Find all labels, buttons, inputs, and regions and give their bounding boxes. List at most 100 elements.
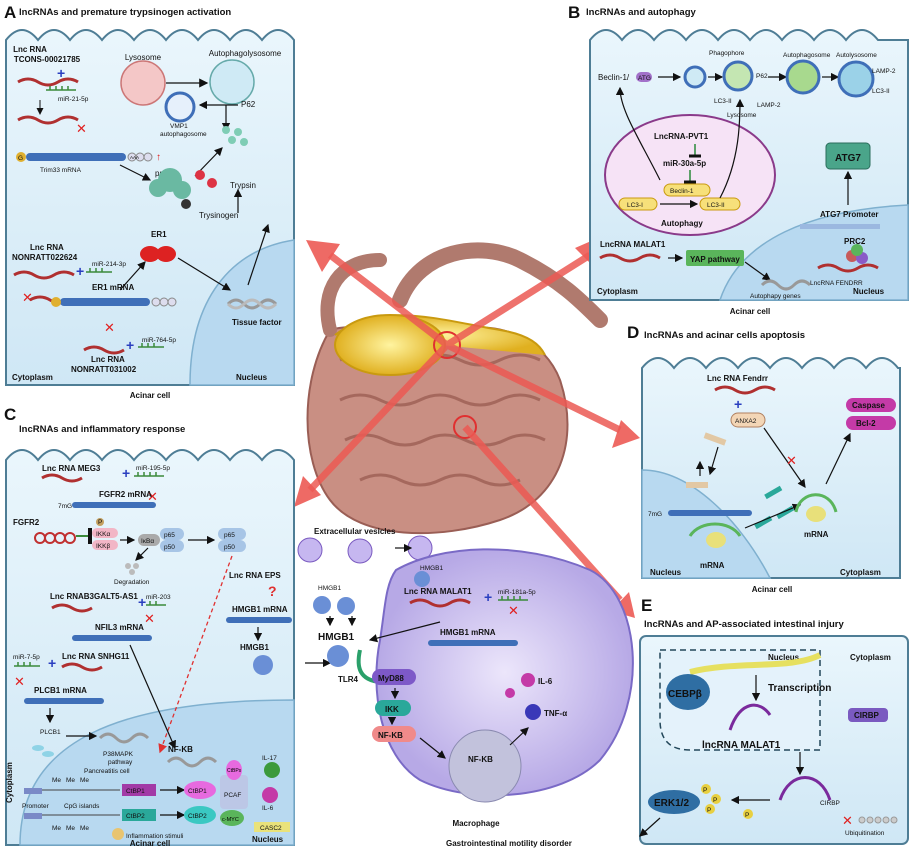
fgfr2-label: FGFR2 bbox=[13, 518, 40, 527]
atg7prom-label: ATG7 Promoter bbox=[820, 210, 879, 219]
hmgb1mrna-label: HMGB1 mRNA bbox=[232, 605, 288, 614]
beclin-label: Beclin-1 bbox=[670, 188, 694, 195]
mrna-label: mRNA bbox=[804, 530, 829, 539]
lc3ii-label: LC3-II bbox=[714, 98, 732, 105]
svg-text:✕: ✕ bbox=[786, 453, 797, 468]
autophagosome bbox=[164, 91, 196, 123]
aaa-label: AAA bbox=[130, 155, 139, 160]
pvt1-label: LncRNA-PVT1 bbox=[654, 132, 709, 141]
p-label: P bbox=[98, 519, 102, 526]
nucleus-label: Nucleus bbox=[768, 653, 800, 662]
7mg-label: 7mG bbox=[648, 511, 662, 518]
svg-text:✕: ✕ bbox=[144, 611, 155, 626]
lnc1-id-label: TCONS-00021785 bbox=[14, 55, 81, 64]
lamp2-label: LAMP-2 bbox=[872, 68, 896, 75]
mir181-label: miR-181a-5p bbox=[498, 589, 536, 596]
hmgb1-label: HMGB1 bbox=[240, 643, 269, 652]
fendrr-label: LncRNA FENDRR bbox=[810, 280, 863, 287]
pancreas-highlight-circle bbox=[433, 331, 461, 359]
me-label: Me bbox=[66, 777, 75, 784]
vmp1-label: VMP1 bbox=[170, 123, 188, 130]
cirbp-label: CIRBP bbox=[820, 800, 840, 807]
er1mrna-label: ER1 mRNA bbox=[92, 283, 134, 292]
svg-text:✕: ✕ bbox=[22, 290, 33, 305]
ev-label: Extracellular vesicles bbox=[314, 527, 396, 536]
p-label: P bbox=[707, 807, 711, 814]
cell-label: Acinar cell bbox=[130, 391, 170, 400]
trim33-mrna bbox=[26, 153, 126, 161]
svg-text:✕: ✕ bbox=[147, 489, 158, 504]
hmgb1-label: HMGB1 bbox=[420, 565, 444, 572]
panel-a-title: lncRNAs and premature trypsinogen activa… bbox=[19, 7, 231, 18]
svg-text:✕: ✕ bbox=[14, 674, 25, 689]
fendrr-label: Lnc RNA Fendrr bbox=[707, 374, 768, 383]
tlr4-label: TLR4 bbox=[338, 675, 359, 684]
p50-label: p50 bbox=[224, 544, 235, 551]
lysosome-label: Lysosome bbox=[125, 53, 162, 62]
il6-label: IL-6 bbox=[262, 805, 274, 812]
mir214-label: miR-214-3p bbox=[92, 261, 126, 268]
autophagy-label: Autophagy bbox=[661, 219, 703, 228]
meg3-label: Lnc RNA MEG3 bbox=[42, 464, 101, 473]
me-label: Me bbox=[52, 777, 61, 784]
panel-e: E lncRNAs and AP-associated intestinal i… bbox=[446, 596, 909, 848]
title-label: lncRNAs and inflammatory response bbox=[19, 424, 185, 435]
p-label: P bbox=[713, 797, 717, 804]
atg-label: ATG bbox=[638, 75, 651, 82]
promoter-label: Promoter bbox=[22, 803, 50, 810]
genes-label: Autophapy genes bbox=[750, 293, 801, 300]
title-label: lncRNAs and AP-associated intestinal inj… bbox=[644, 619, 844, 630]
ctbps-label: CtBPs bbox=[227, 768, 242, 774]
svg-text:✕: ✕ bbox=[104, 320, 115, 335]
erk-label: ERK1/2 bbox=[654, 798, 689, 809]
ubiq-label: Ubiquitination bbox=[845, 830, 885, 837]
ctbp1-label: CtBP1 bbox=[126, 788, 145, 795]
tnf-label: TNF-α bbox=[544, 709, 567, 718]
degradation-label: Degradation bbox=[114, 579, 150, 586]
anxa2-label: ANXA2 bbox=[735, 418, 757, 425]
nfkb-label: NF-KB bbox=[168, 745, 193, 754]
eps-label: Lnc RNA EPS bbox=[229, 571, 281, 580]
cpg-label: CpG islands bbox=[64, 803, 100, 810]
ikba-label: IκBα bbox=[141, 538, 154, 545]
me-label: Me bbox=[80, 777, 89, 784]
svg-text:✕: ✕ bbox=[508, 603, 519, 618]
lc3ii-label: LC3-II bbox=[872, 88, 890, 95]
prc2-label: PRC2 bbox=[844, 237, 866, 246]
yap-label: YAP pathway bbox=[690, 255, 740, 264]
hmgb1-label: HMGB1 bbox=[318, 632, 355, 643]
mir203-label: miR-203 bbox=[146, 594, 171, 601]
il6-label: IL-6 bbox=[538, 677, 553, 686]
nucleus-label: Nucleus bbox=[252, 835, 284, 844]
panel-a-nucleus bbox=[189, 239, 295, 386]
letter-label: E bbox=[641, 596, 652, 615]
plcb1-label: PLCB1 bbox=[40, 729, 61, 736]
me-label: Me bbox=[80, 825, 89, 832]
p-label: P bbox=[745, 812, 749, 819]
trypsin-label: Trypsin bbox=[230, 181, 256, 190]
q-label: ? bbox=[268, 583, 277, 599]
panel-b: B lncRNAs and autophagy Beclin-1/ ATG Ph… bbox=[568, 3, 909, 316]
title-label: lncRNAs and autophagy bbox=[586, 7, 697, 18]
nucleus-label: Nucleus bbox=[650, 568, 682, 577]
p62-label: P62 bbox=[241, 100, 256, 109]
cytoplasm-label: Cytoplasm bbox=[850, 653, 891, 662]
autophagosome-label: Autophagosome bbox=[783, 52, 831, 59]
autophagolysosome-label: Autophagolysosome bbox=[209, 49, 282, 58]
p65-label: p65 bbox=[164, 532, 175, 539]
myd88-label: MyD88 bbox=[378, 674, 404, 683]
ctbp1-label: CtBP1 bbox=[188, 788, 207, 795]
rnab3-label: Lnc RNAB3GALT5-AS1 bbox=[50, 592, 138, 601]
atg7-label: ATG7 bbox=[835, 153, 861, 164]
svg-text:+: + bbox=[57, 65, 65, 81]
macrophage-label: Macrophage bbox=[452, 819, 500, 828]
phagophore-label: Phagophore bbox=[709, 50, 745, 57]
lamp2-label: LAMP-2 bbox=[757, 102, 781, 109]
g-label: G bbox=[18, 155, 23, 162]
beclin-atg-label: Beclin-1/ bbox=[598, 73, 630, 82]
letter-label: C bbox=[4, 405, 16, 424]
me-label: Me bbox=[52, 825, 61, 832]
trim33-label: Trim33 mRNA bbox=[40, 167, 82, 174]
malat1-label: LncRNA MALAT1 bbox=[600, 240, 666, 249]
